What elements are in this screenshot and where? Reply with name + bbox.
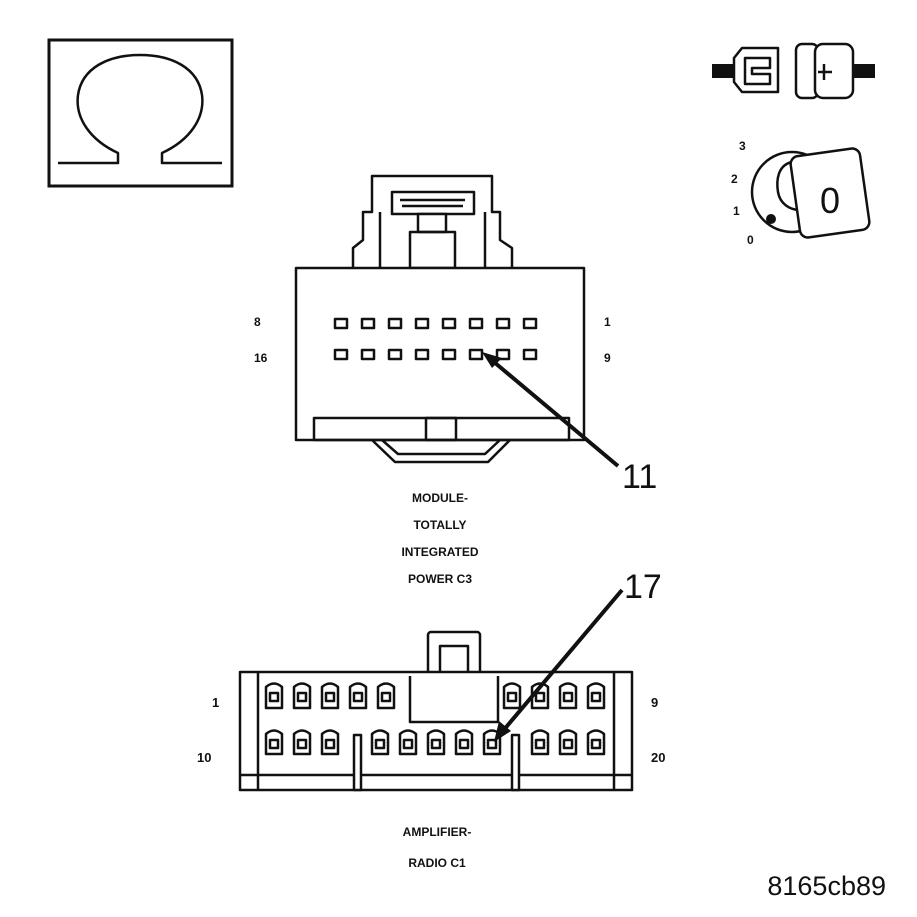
tipm-name-line-4: POWER C3 — [408, 572, 472, 586]
ignition-position-3: 3 — [739, 139, 746, 153]
tipm-name-line-3: INTEGRATED — [401, 545, 478, 559]
tipm-pin-label-9: 9 — [604, 351, 611, 365]
ignition-key-setting: 0 — [820, 180, 840, 221]
ignition-position-1: 1 — [733, 204, 740, 218]
callout-number-17: 17 — [624, 568, 662, 606]
amp-pin-label-20: 20 — [651, 750, 665, 765]
tipm-name-line-1: MODULE- — [412, 491, 468, 505]
tipm-pin-row-top — [333, 317, 538, 330]
callout-arrow-17 — [494, 588, 624, 742]
connector-disconnect-icon — [712, 42, 875, 100]
callout-number-11: 11 — [622, 458, 657, 496]
tipm-latch — [351, 174, 514, 270]
tipm-pin-label-16: 16 — [254, 351, 268, 365]
amp-name-line-1: AMPLIFIER- — [403, 825, 472, 839]
ignition-key-icon: 3 2 1 0 0 — [731, 139, 871, 247]
amp-connector: 1 9 10 20 17 AMPLIFIER- RADIO C1 — [197, 568, 665, 870]
amp-name-line-2: RADIO C1 — [408, 856, 466, 870]
amp-pin-label-1: 1 — [212, 695, 219, 710]
tipm-connector-name: MODULE- TOTALLY INTEGRATED POWER C3 — [401, 491, 478, 586]
amp-connector-name: AMPLIFIER- RADIO C1 — [403, 825, 472, 870]
tipm-pin-label-8: 8 — [254, 315, 261, 329]
tipm-pin-label-1: 1 — [604, 315, 611, 329]
tipm-pin-row-bottom — [333, 348, 538, 361]
amp-pin-label-9: 9 — [651, 695, 658, 710]
ignition-position-0: 0 — [747, 233, 754, 247]
amp-pin-row-top — [264, 682, 606, 710]
amp-pin-row-bottom — [264, 729, 606, 756]
amp-pin-label-10: 10 — [197, 750, 211, 765]
tipm-connector-body — [294, 266, 586, 442]
ohm-symbol-icon — [47, 38, 234, 188]
ignition-position-2: 2 — [731, 172, 738, 186]
tipm-name-line-2: TOTALLY — [413, 518, 466, 532]
callout-arrow-11 — [482, 352, 620, 468]
figure-id: 8165cb89 — [767, 871, 886, 901]
tipm-connector: 8 1 16 9 11 MODULE- TOTALLY INTEGRATED P… — [254, 174, 657, 586]
